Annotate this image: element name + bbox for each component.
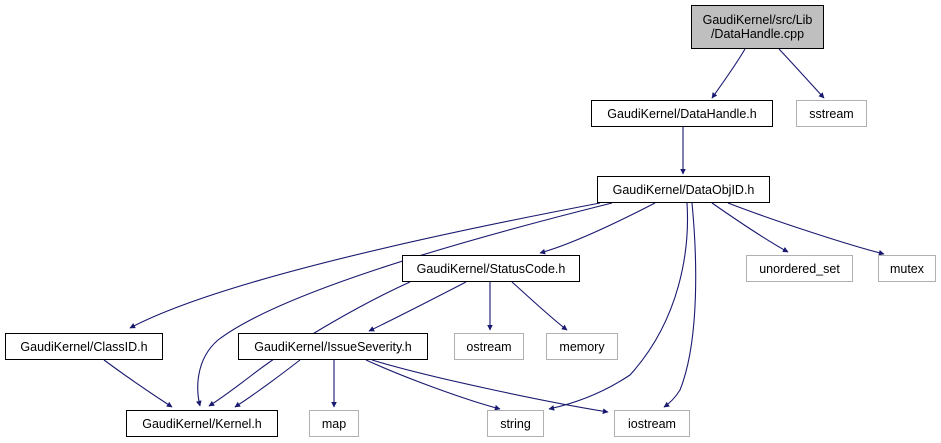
graph-node-label: ostream xyxy=(466,339,512,354)
graph-edge xyxy=(234,359,301,408)
graph-edge xyxy=(195,202,613,407)
graph-node-label: map xyxy=(321,416,347,431)
graph-node-label: GaudiKernel/DataObjID.h xyxy=(612,182,755,197)
graph-node-mutex[interactable]: mutex xyxy=(878,255,936,282)
graph-node-root[interactable]: GaudiKernel/src/Lib /DataHandle.cpp xyxy=(691,5,824,49)
graph-node-datahandle-h[interactable]: GaudiKernel/DataHandle.h xyxy=(591,100,773,127)
graph-edge xyxy=(711,202,789,253)
graph-node-unordered-set[interactable]: unordered_set xyxy=(746,255,853,282)
graph-node-map[interactable]: map xyxy=(309,410,359,437)
graph-node-label: GaudiKernel/ClassID.h xyxy=(20,339,148,354)
graph-node-sstream[interactable]: sstream xyxy=(796,100,867,127)
graph-node-kernel-h[interactable]: GaudiKernel/Kernel.h xyxy=(126,410,278,437)
graph-edge xyxy=(778,48,825,99)
graph-edge xyxy=(727,202,885,256)
graph-node-ostream[interactable]: ostream xyxy=(454,333,524,360)
graph-node-label: GaudiKernel/IssueSeverity.h xyxy=(254,339,412,354)
graph-node-label: GaudiKernel/src/Lib /DataHandle.cpp xyxy=(702,13,813,41)
graph-edge xyxy=(711,48,746,99)
graph-edge xyxy=(539,202,656,255)
graph-node-label: memory xyxy=(559,339,605,354)
graph-node-string[interactable]: string xyxy=(487,410,544,437)
graph-node-statuscode-h[interactable]: GaudiKernel/StatusCode.h xyxy=(402,255,580,282)
graph-node-label: string xyxy=(500,416,531,431)
graph-edge xyxy=(368,281,467,332)
graph-edge xyxy=(371,359,609,415)
graph-node-label: GaudiKernel/Kernel.h xyxy=(142,416,262,431)
graph-edge xyxy=(365,359,501,411)
graph-node-label: GaudiKernel/DataHandle.h xyxy=(607,106,757,121)
graph-node-label: sstream xyxy=(809,106,854,121)
graph-node-label: iostream xyxy=(628,416,676,431)
graph-node-label: unordered_set xyxy=(759,261,840,276)
graph-node-classid-h[interactable]: GaudiKernel/ClassID.h xyxy=(5,333,163,360)
graph-node-label: mutex xyxy=(889,261,925,276)
graph-edge xyxy=(103,359,173,408)
graph-node-issueseverity-h[interactable]: GaudiKernel/IssueSeverity.h xyxy=(238,333,428,360)
graph-node-dataobjid-h[interactable]: GaudiKernel/DataObjID.h xyxy=(597,176,770,203)
graph-node-label: GaudiKernel/StatusCode.h xyxy=(416,261,566,276)
graph-edge xyxy=(511,281,568,331)
graph-node-iostream[interactable]: iostream xyxy=(614,410,690,437)
graph-edge xyxy=(548,202,688,411)
graph-edge xyxy=(663,202,697,408)
graph-node-memory[interactable]: memory xyxy=(546,333,618,360)
